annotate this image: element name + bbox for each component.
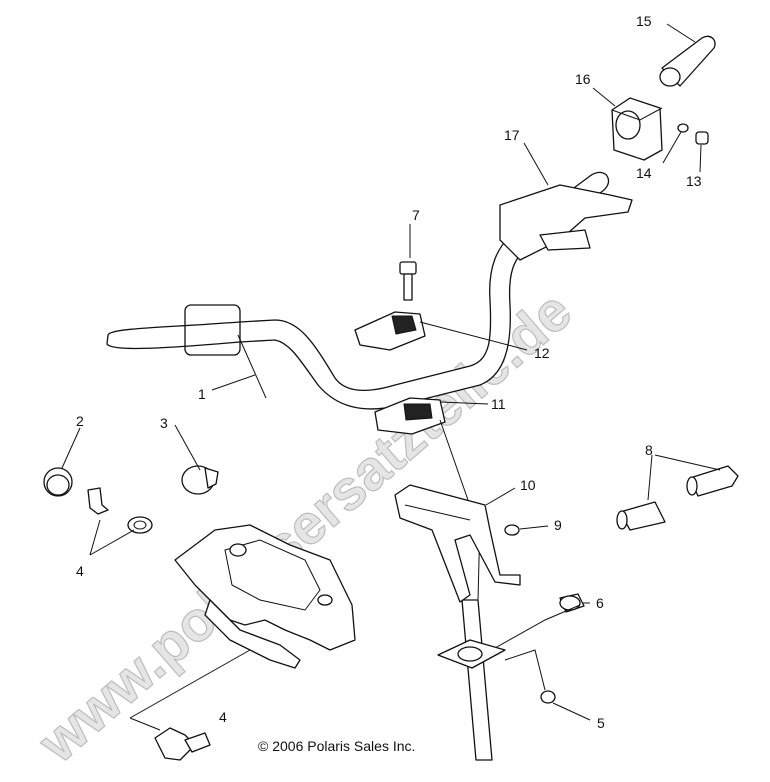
callout-11: 11 (491, 396, 506, 412)
callout-15: 15 (636, 13, 652, 29)
connector-part-8 (616, 454, 739, 531)
upper-clamp-part-12 (354, 311, 528, 351)
lever-assembly (499, 184, 633, 261)
callout-8: 8 (645, 442, 653, 458)
copyright-text: © 2006 Polaris Sales Inc. (258, 738, 415, 754)
handlebar-housing-part (129, 524, 356, 719)
bolt-part-7 (399, 224, 417, 301)
nut-part-5 (504, 649, 591, 721)
callout-4-upper: 4 (76, 563, 84, 579)
callout-5: 5 (597, 715, 605, 731)
callout-1: 1 (198, 386, 206, 402)
callout-6: 6 (596, 595, 604, 611)
callout-12: 12 (534, 345, 550, 361)
cap-part-2 (43, 427, 81, 497)
cable-part-1 (211, 334, 267, 399)
callout-3: 3 (160, 415, 168, 431)
callout-4-lower: 4 (219, 709, 227, 725)
cap-part-13 (695, 131, 709, 173)
callout-17: 17 (504, 127, 520, 143)
switch-part-4-lower (129, 717, 211, 761)
screw-part-9 (504, 524, 549, 536)
callout-14: 14 (636, 165, 652, 181)
callout-13: 13 (686, 173, 702, 189)
leader-17 (523, 142, 549, 186)
callout-9: 9 (554, 517, 562, 533)
handlebar-part (106, 171, 633, 410)
nut-part-14 (662, 123, 689, 164)
bracket-part-10 (394, 484, 521, 603)
bushing-part-6 (494, 593, 590, 649)
switch-housing-left (184, 304, 241, 356)
grip-tube-part (659, 23, 716, 87)
plate-part (437, 639, 506, 669)
lever-clamp (539, 229, 591, 251)
lower-clamp-part-11 (374, 397, 489, 435)
callout-7: 7 (412, 207, 420, 223)
callout-16: 16 (575, 71, 591, 87)
callout-2: 2 (76, 413, 84, 429)
cap-part-3 (174, 424, 219, 495)
clip-part-4-upper (87, 487, 153, 556)
grip-block-part (592, 87, 663, 161)
callout-10: 10 (520, 477, 536, 493)
